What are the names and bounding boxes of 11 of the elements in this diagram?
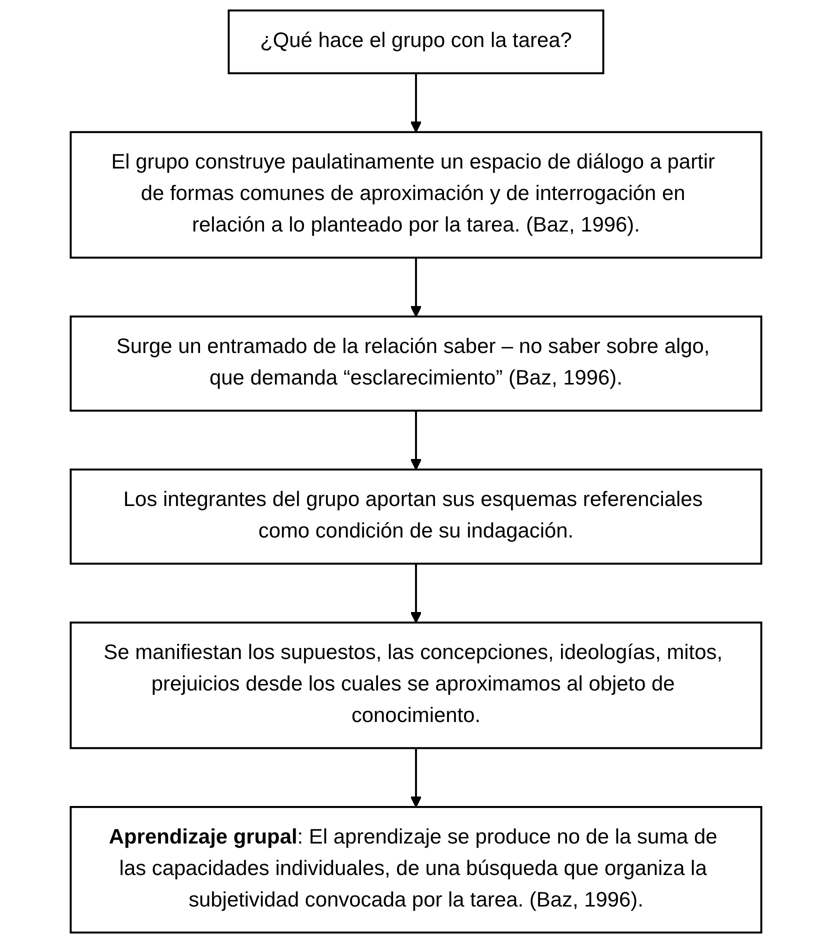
node-box: Se manifiestan los supuestos, las concepciones, ideologías, mitos, prejuicios desde los cuales se aproximamos al objeto de conocimiento. [70,622,762,750]
arrow [410,748,422,808]
arrow [410,258,422,318]
arrow [410,564,422,624]
node-box: Los integrantes del grupo aportan sus esquemas referenciales como condición de su indagación. [70,468,762,565]
arrow [410,410,422,470]
node-box: El grupo construye paulatinamente un espacio de diálogo a partir de formas comunes de aproximación y de interrogación en relación a lo planteado por la tarea. (Baz, 1996). [70,131,762,259]
node-box: ¿Qué hace el grupo con la tarea? [228,9,604,74]
node-box: Aprendizaje grupal: El aprendizaje se produce no de la suma de las capacidades individuales, de una búsqueda que organiza la subjetividad convocada por la tarea. (Baz, 1996). [70,806,762,934]
arrow [410,73,422,133]
node-box: Surge un entramado de la relación saber – no saber sobre algo, que demanda “esclarecimiento” (Baz, 1996). [70,316,762,412]
